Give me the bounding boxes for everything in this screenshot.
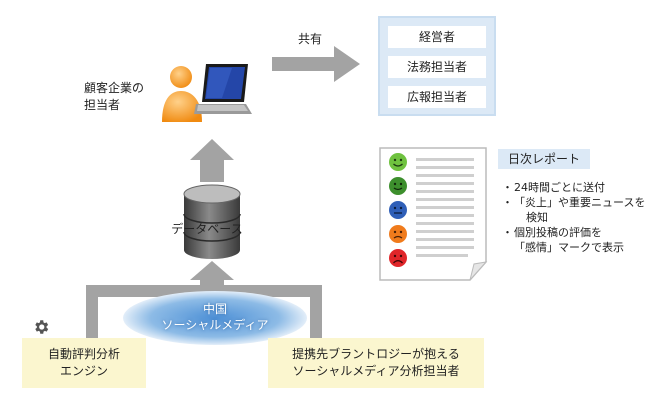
report-bullet: 24時間ごとに送付: [502, 180, 650, 195]
person-icon: [162, 66, 202, 122]
report-bullet-continuation: 検知: [526, 211, 548, 224]
source-ellipse-line2: ソーシャルメディア: [161, 318, 269, 332]
source-ellipse: [123, 291, 307, 345]
database-icon: [183, 184, 241, 259]
analyst-box: 提携先ブラントロジーが抱える ソーシャルメディア分析担当者: [268, 338, 484, 388]
smiley-green-icon: [389, 153, 407, 171]
report-title: 日次レポート: [498, 149, 590, 169]
role-legal: 法務担当者: [388, 56, 486, 78]
report-bullets: 24時間ごとに送付 「炎上」や重要ニュースを 検知 個別投稿の評価を 「感情」マ…: [502, 180, 650, 255]
client-label-line1: 顧客企業の: [84, 81, 145, 95]
analyst-line1: 提携先ブラントロジーが抱える: [292, 347, 460, 361]
source-bracket: [86, 285, 322, 338]
engine-line1: 自動評判分析: [47, 347, 120, 361]
source-ellipse-line1: 中国: [202, 302, 227, 316]
client-label-line2: 担当者: [84, 98, 121, 112]
frown-orange-icon: [389, 225, 407, 243]
report-bullet: 「炎上」や重要ニュースを: [502, 195, 650, 210]
client-label: 顧客企業の 担当者: [84, 80, 164, 114]
neutral-blue-icon: [389, 201, 407, 219]
report-document-icon: [379, 147, 488, 281]
frown-red-icon: [389, 249, 407, 267]
smiley-green-dark-icon: [389, 177, 407, 195]
engine-line2: エンジン: [59, 364, 108, 378]
report-bullet-continuation: 「感情」マークで表示: [514, 241, 624, 254]
db-to-client-arrow: [190, 139, 234, 182]
analyst-line2: ソーシャルメディア分析担当者: [292, 364, 460, 378]
share-arrow: [272, 46, 360, 82]
database-label: データベース: [171, 222, 243, 236]
laptop-icon: [194, 64, 252, 114]
source-ellipse-label: 中国 ソーシャルメディア: [140, 301, 290, 333]
role-pr: 広報担当者: [388, 86, 486, 108]
role-executive: 経営者: [388, 26, 486, 48]
sources-to-db-arrow: [190, 261, 234, 286]
report-bullet: 個別投稿の評価を: [502, 225, 650, 240]
share-label: 共有: [298, 32, 323, 46]
gear-icon: [35, 320, 49, 334]
engine-box: 自動評判分析 エンジン: [22, 338, 146, 388]
roles-panel: 経営者 法務担当者 広報担当者: [378, 16, 496, 116]
